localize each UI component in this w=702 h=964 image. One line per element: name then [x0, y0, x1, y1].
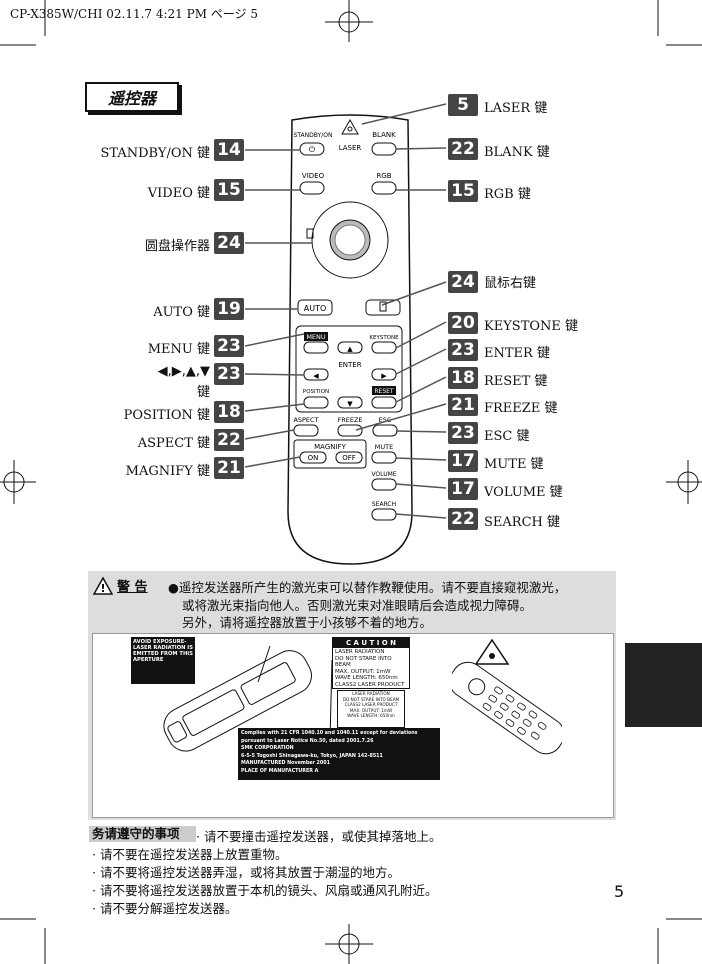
chapter-tab — [625, 643, 702, 727]
on-text: ON — [308, 454, 319, 462]
callout-label: LASER 键 — [484, 101, 548, 116]
page-ref-badge: 5 — [448, 94, 478, 116]
svg-text:⏻: ⏻ — [309, 145, 316, 154]
warning-line: 另外，请将遥控器放置于小孩够不着的地方。 — [182, 615, 433, 630]
notice-line: · 请不要撞击遥控发送器，或使其掉落地上。 — [196, 829, 442, 844]
laser-text: LASER — [339, 144, 362, 152]
compliance-label: Complies with 21 CFR 1040.10 and 1040.11… — [238, 728, 440, 780]
warning-line: 或将激光束指向他人。否则激光束对准眼睛后会造成视力障碍。 — [182, 598, 533, 613]
callout-label: POSITION 键 — [123, 408, 210, 423]
callout-label: 圆盘操作器 — [144, 239, 210, 254]
page-ref-badge: 20 — [448, 312, 478, 334]
callout-label: VIDEO 键 — [147, 186, 210, 201]
callout-label: ASPECT 键 — [137, 436, 210, 451]
page-ref-badge: 17 — [448, 478, 478, 500]
page-ref-badge: 17 — [448, 450, 478, 472]
page-ref-badge: 23 — [448, 422, 478, 444]
callout-label: 鼠标右键 — [484, 276, 537, 291]
page-ref-badge: 24 — [448, 271, 478, 293]
callout-label: SEARCH 键 — [484, 515, 560, 530]
svg-text:▲: ▲ — [347, 345, 353, 353]
standby-text: STANDBY/ON — [294, 132, 333, 139]
page-ref-badge: 23 — [214, 363, 244, 385]
freeze-text: FREEZE — [337, 416, 362, 424]
avoid-exposure-label: AVOID EXPOSURE-LASER RADIATION IS EMITTE… — [131, 637, 195, 684]
callout-label: ENTER 键 — [484, 346, 550, 361]
keystone-text: KEYSTONE — [369, 335, 399, 341]
page-ref-badge: 14 — [214, 139, 244, 161]
page-ref-badge: 22 — [448, 138, 478, 160]
label-leader-lines — [329, 659, 333, 740]
notice-title: 务请遵守的事项 — [89, 826, 196, 842]
aspect-text: ASPECT — [293, 416, 318, 424]
callout-label: RESET 键 — [484, 374, 548, 389]
page-ref-badge: 21 — [214, 457, 244, 479]
header-text: CP-X385W/CHI 02.11.7 4:21 PM ページ 5 — [10, 7, 259, 21]
position-text: POSITION — [303, 389, 329, 395]
page-ref-badge: 15 — [448, 180, 478, 202]
page-ref-badge: 18 — [448, 367, 478, 389]
svg-text:!: ! — [100, 582, 105, 595]
callout-label: MENU 键 — [147, 342, 210, 357]
video-text: VIDEO — [302, 172, 325, 180]
warning-line: ●遥控发送器所产生的激光束可以替作教鞭使用。请不要直接窥视激光， — [168, 580, 567, 595]
callout-label: RGB 键 — [484, 187, 531, 202]
page-ref-badge: 21 — [448, 394, 478, 416]
search-text: SEARCH — [372, 501, 396, 508]
section-title: 遥控器 — [85, 82, 179, 112]
svg-text:▶: ▶ — [381, 372, 387, 380]
remote-front-illustration — [452, 638, 562, 755]
page-ref-badge: 15 — [214, 179, 244, 201]
enter-text: ENTER — [338, 361, 361, 369]
page-number: 5 — [614, 882, 625, 901]
page-ref-badge: 24 — [214, 232, 244, 254]
magnify-text: MAGNIFY — [314, 443, 346, 451]
page-ref-badge: 18 — [214, 401, 244, 423]
callout-label: MUTE 键 — [484, 457, 544, 472]
warning-title: 警 告 — [117, 580, 148, 595]
remote-back-illustration — [163, 645, 312, 752]
volume-text: VOLUME — [371, 471, 396, 478]
menu-text: MENU — [306, 333, 326, 341]
remote-control-illustration: STANDBY/ON BLANK LASER ⏻ VIDEO RGB AUTO … — [287, 114, 413, 565]
arrow-keys-label: ◀,▶,▲,▼ — [157, 364, 210, 379]
standby-button — [299, 142, 325, 156]
mute-text: MUTE — [375, 443, 393, 451]
callout-label: FREEZE 键 — [484, 401, 558, 416]
notice-line: · 请不要在遥控发送器上放置重物。 — [92, 847, 288, 862]
page-ref-badge: 23 — [448, 339, 478, 361]
callout-label: BLANK 键 — [484, 145, 550, 160]
notice-line: · 请不要将遥控发送器放置于本机的镜头、风扇或通风孔附近。 — [92, 883, 438, 898]
reset-text: RESET — [374, 388, 394, 395]
rgb-text: RGB — [376, 172, 391, 180]
page-ref-badge: 19 — [214, 298, 244, 320]
off-text: OFF — [342, 454, 356, 462]
svg-text:▼: ▼ — [347, 400, 353, 408]
svg-text:◀: ◀ — [313, 372, 319, 380]
callout-label: MAGNIFY 键 — [125, 464, 210, 479]
notice-line: · 请不要分解遥控发送器。 — [92, 901, 238, 916]
page-ref-badge: 22 — [448, 508, 478, 530]
callout-label: KEYSTONE 键 — [484, 319, 579, 334]
page-ref-badge: 22 — [214, 429, 244, 451]
callout-label: AUTO 键 — [153, 305, 210, 320]
page-ref-badge: 23 — [214, 335, 244, 357]
callout-label: ESC 键 — [484, 429, 530, 444]
auto-text: AUTO — [304, 304, 327, 313]
notice-line: · 请不要将遥控发送器弄湿，或将其放置于潮湿的地方。 — [92, 865, 400, 880]
callout-label: VOLUME 键 — [484, 485, 563, 500]
callout-label: STANDBY/ON 键 — [100, 146, 210, 161]
warning-triangle-icon: ! — [93, 576, 113, 595]
arrow-keys-suffix: 键 — [196, 385, 210, 400]
esc-text: ESC — [379, 416, 392, 424]
blank-text: BLANK — [372, 131, 396, 139]
